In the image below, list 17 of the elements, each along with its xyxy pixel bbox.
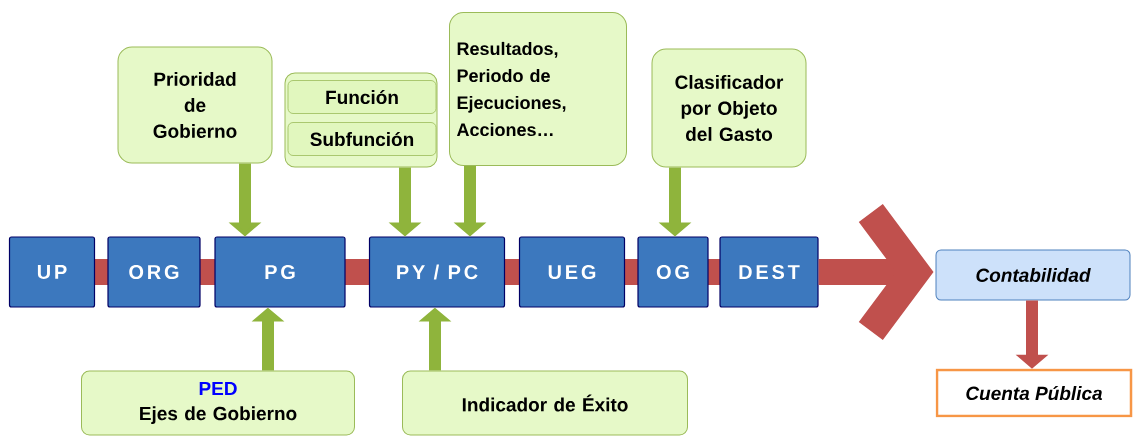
category-box: Subfunción [287,122,437,156]
callout-box: Prioridad de Gobierno [117,46,273,164]
code-box: OG [637,236,709,308]
code-box: PY / PC [368,236,506,308]
category-box: Función [287,80,437,114]
code-box: UP [8,236,96,308]
code-box: UEG [518,236,626,308]
code-box: DEST [719,236,819,308]
callout-box: Clasificador por Objeto del Gasto [651,48,807,168]
output-box: Cuenta Pública [935,368,1133,418]
source-box: Indicador de Éxito [402,370,688,436]
code-box: ORG [107,236,201,308]
code-box: PG [214,236,346,308]
pipe-connector [345,259,370,285]
process-box: Contabilidad [935,249,1131,301]
source-box: PED Ejes de Gobierno [81,370,355,436]
callout-box: Resultados, Periodo de Ejecuciones, Acciones… [449,12,627,166]
